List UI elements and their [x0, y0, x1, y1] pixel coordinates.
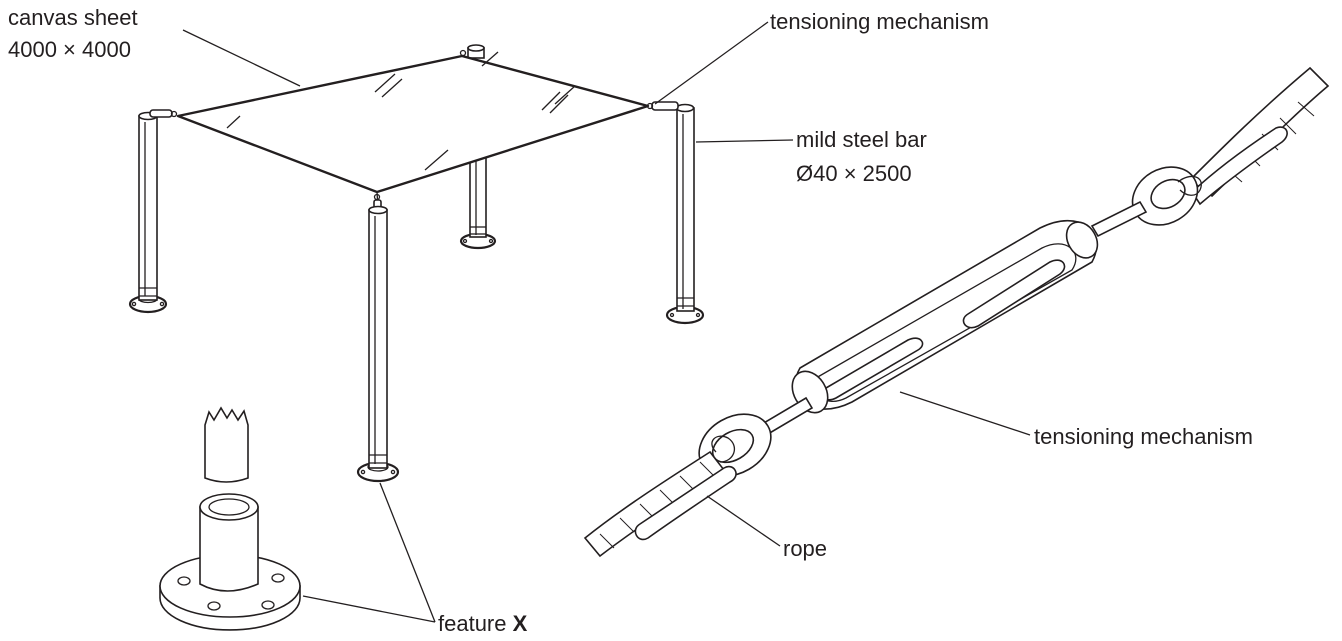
- turnbuckle-detail: [583, 66, 1330, 558]
- label-tensioning-mechanism-top: tensioning mechanism: [770, 9, 989, 34]
- post-front: [356, 205, 400, 483]
- leader-canvas-sheet: [182, 29, 301, 87]
- leader-rope: [706, 495, 781, 547]
- label-feature-prefix: feature: [438, 611, 507, 636]
- corner-turnbuckle-left: [149, 109, 178, 118]
- leader-lines: [182, 21, 1031, 623]
- leader-steel-bar: [695, 139, 794, 143]
- leader-feature-x-2: [302, 595, 436, 623]
- post-back-right: [665, 103, 705, 325]
- corner-turnbuckle-right: [646, 101, 679, 111]
- leader-feature-x-1: [379, 482, 436, 623]
- label-feature-letter: X: [512, 611, 528, 636]
- feature-x-detail: [159, 406, 301, 631]
- label-steel-bar-size: Ø40 × 2500: [796, 161, 912, 186]
- post-back-middle: [459, 139, 497, 250]
- label-tensioning-mechanism-right: tensioning mechanism: [1034, 424, 1253, 449]
- leader-tensioning-right: [899, 391, 1031, 436]
- leader-tensioning-top: [654, 21, 769, 105]
- label-canvas-sheet: canvas sheet: [8, 5, 138, 30]
- label-canvas-size: 4000 × 4000: [8, 37, 131, 62]
- label-mild-steel-bar: mild steel bar: [796, 127, 927, 152]
- label-rope: rope: [783, 536, 828, 561]
- post-back-left: [128, 111, 168, 314]
- label-feature-x: feature X: [438, 610, 527, 638]
- corner-turnbuckle-front: [373, 191, 382, 209]
- canvas-sheet: [176, 51, 650, 194]
